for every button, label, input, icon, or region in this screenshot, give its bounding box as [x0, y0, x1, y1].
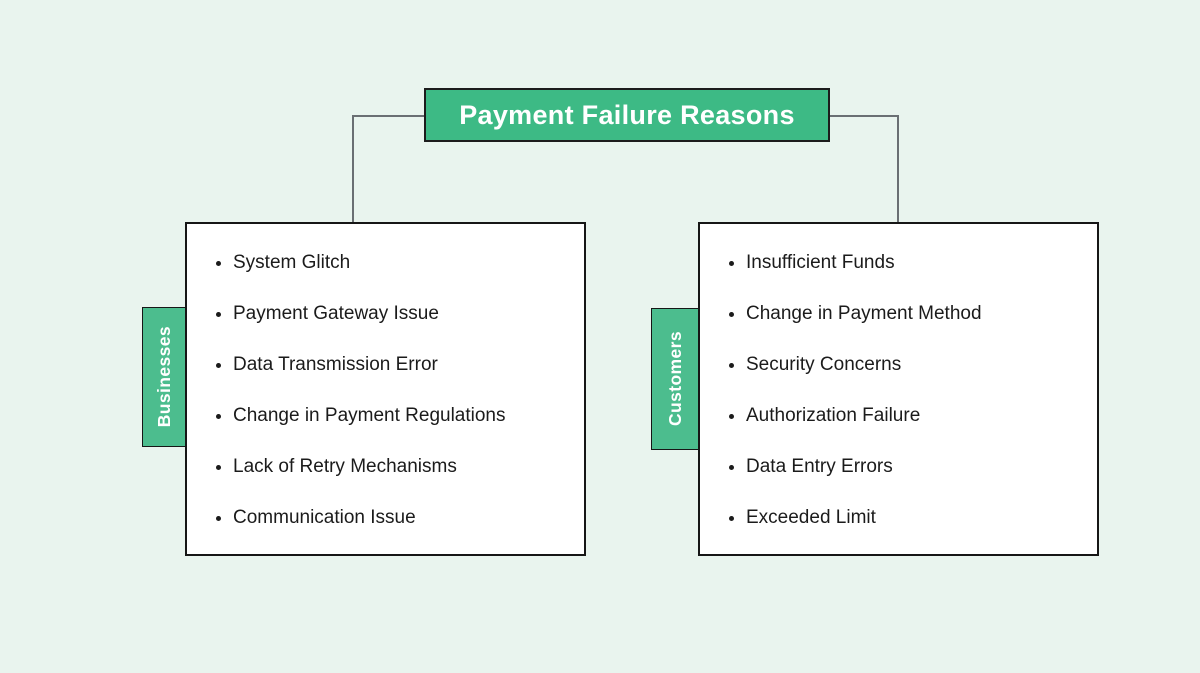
group-tab-businesses: Businesses [142, 307, 187, 447]
list-item: Data Transmission Error [233, 353, 574, 376]
diagram-title-label: Payment Failure Reasons [459, 99, 795, 130]
connector-title-to-businesses-vertical [352, 115, 354, 223]
list-item: Payment Gateway Issue [233, 302, 574, 325]
group-tab-customers: Customers [651, 308, 699, 450]
list-item: Change in Payment Regulations [233, 404, 574, 427]
list-item: Exceeded Limit [746, 506, 1087, 529]
group-box-businesses: System GlitchPayment Gateway IssueData T… [185, 222, 586, 556]
list-item: Authorization Failure [746, 404, 1087, 427]
connector-title-to-customers-horizontal [829, 115, 899, 117]
list-item: Change in Payment Method [746, 302, 1087, 325]
group-tab-customers-label: Customers [664, 331, 685, 427]
connector-title-to-businesses-horizontal [352, 115, 425, 117]
group-tab-businesses-label: Businesses [154, 326, 174, 428]
connector-title-to-customers-vertical [897, 115, 899, 223]
group-box-customers: Insufficient FundsChange in Payment Meth… [698, 222, 1099, 556]
list-item: Lack of Retry Mechanisms [233, 455, 574, 478]
list-item: System Glitch [233, 251, 574, 274]
businesses-reason-list: System GlitchPayment Gateway IssueData T… [187, 224, 584, 529]
list-item: Security Concerns [746, 353, 1087, 376]
customers-reason-list: Insufficient FundsChange in Payment Meth… [700, 224, 1097, 529]
list-item: Insufficient Funds [746, 251, 1087, 274]
diagram-title-node: Payment Failure Reasons [424, 88, 830, 142]
list-item: Data Entry Errors [746, 455, 1087, 478]
list-item: Communication Issue [233, 506, 574, 529]
